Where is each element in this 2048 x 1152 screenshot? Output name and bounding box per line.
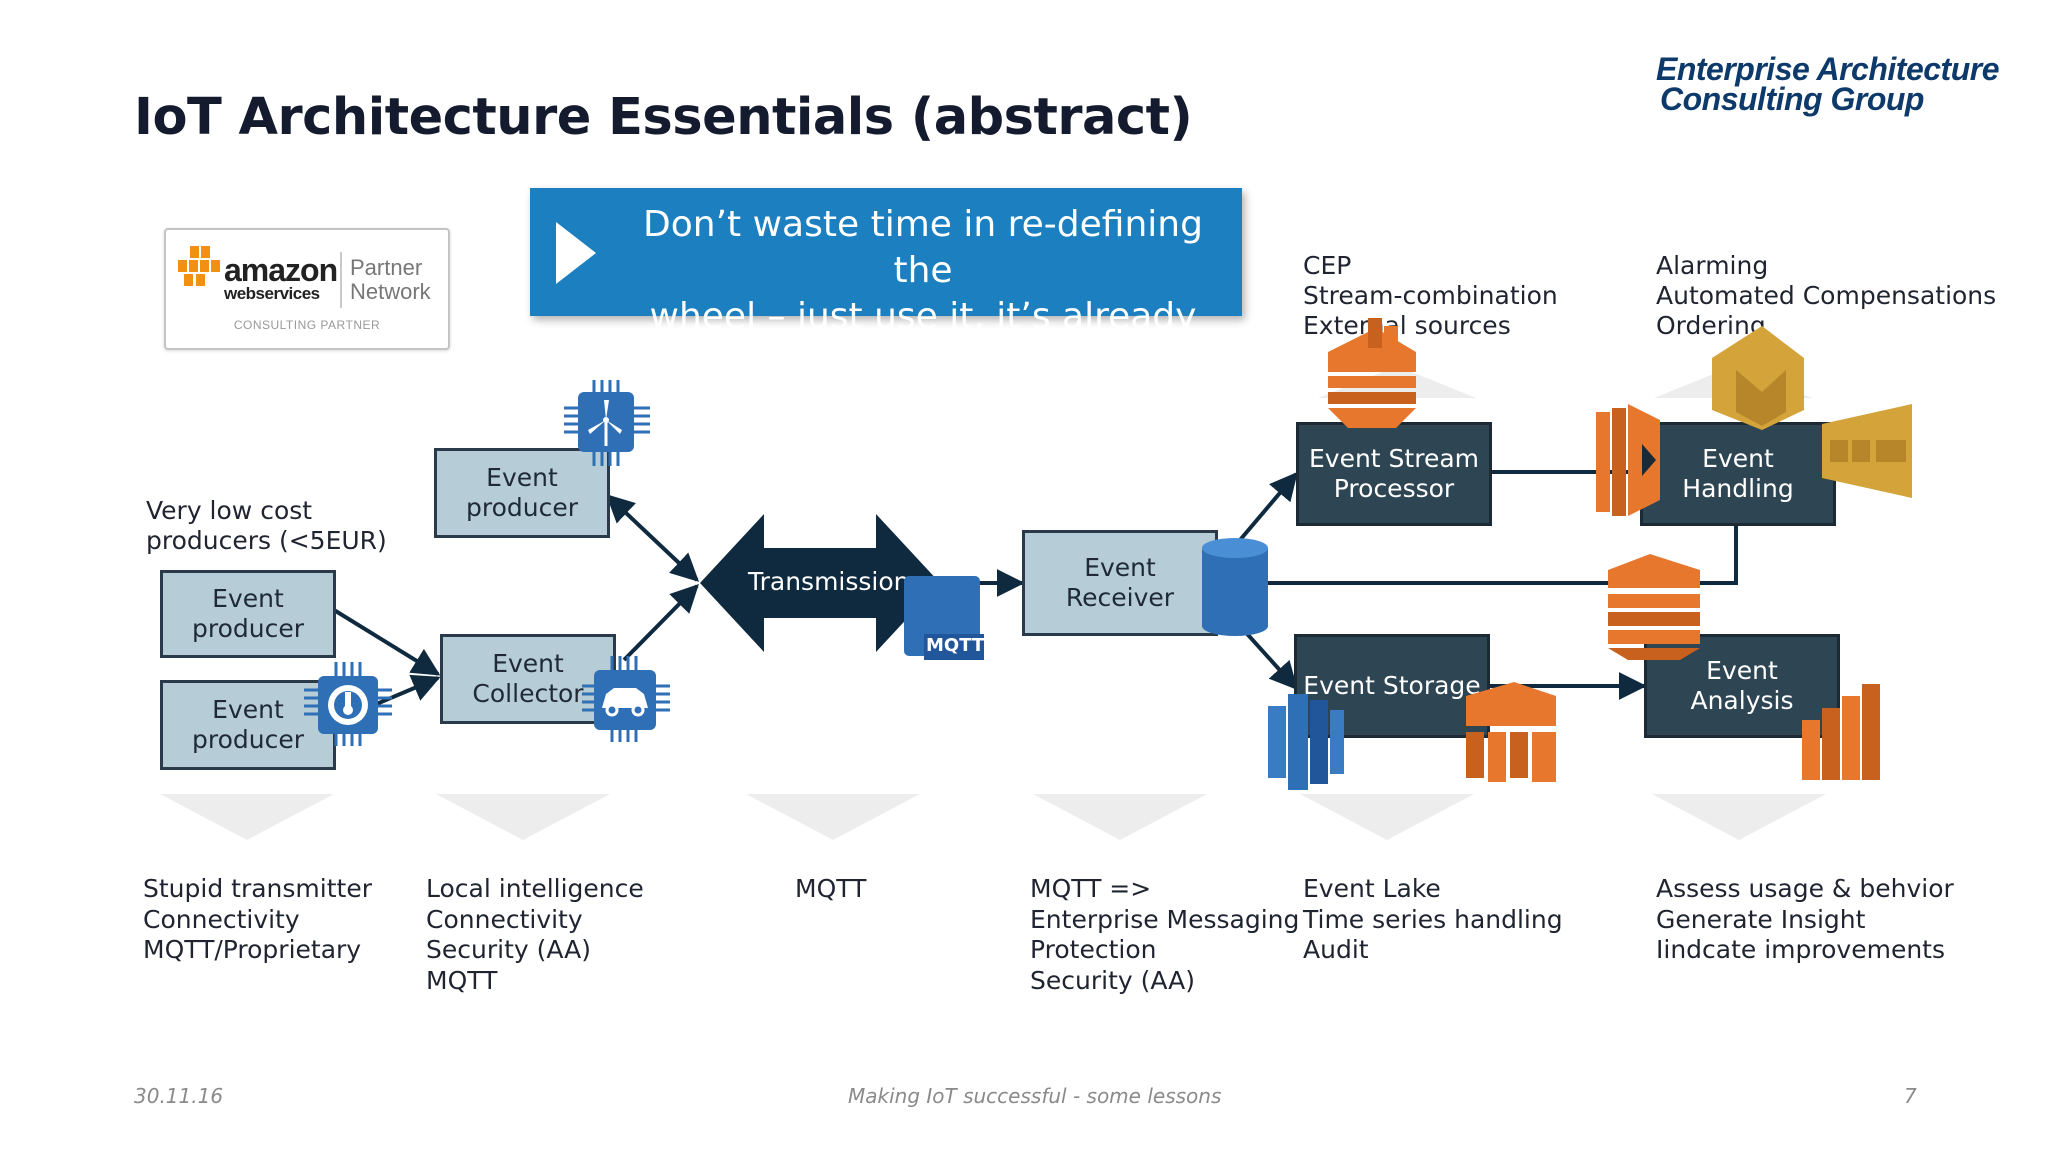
transmission-arrow: [700, 514, 940, 652]
aws-emr-icon: [1802, 684, 1880, 780]
aws-cubes-icon: [178, 246, 220, 286]
thermometer-chip-icon: [304, 662, 392, 746]
event-producer-1: Event producer: [160, 570, 336, 658]
aws-sqs-icon: [1822, 404, 1912, 498]
footer-subtitle: Making IoT successful - some lessons: [848, 1084, 1222, 1108]
alarming-label: Alarming Automated Compensations Orderin…: [1656, 251, 1997, 340]
desc-producers: Stupid transmitter Connectivity MQTT/Pro…: [143, 874, 372, 964]
aws-webservices-word: webservices: [224, 284, 320, 303]
footer-date: 30.11.16: [134, 1084, 224, 1108]
car-chip-icon: [582, 656, 670, 742]
eacg-logo-line1: Enterprise Architecture: [1656, 51, 1999, 87]
page-title: IoT Architecture Essentials (abstract): [134, 88, 1193, 147]
desc-receiver: MQTT => Enterprise Messaging Protection …: [1030, 874, 1300, 995]
footer-page-number: 7: [1904, 1084, 1917, 1108]
producers-label: Very low cost producers (<5EUR): [146, 496, 387, 555]
aws-service-icons: [1268, 318, 1912, 790]
eacg-logo: Enterprise Architecture Consulting Group: [1656, 51, 1999, 117]
aws-kinesis-streams-icon: [1608, 554, 1700, 660]
event-receiver: Event Receiver: [1022, 530, 1218, 636]
desc-storage: Event Lake Time series handling Audit: [1303, 874, 1563, 964]
event-analysis: Event Analysis: [1644, 634, 1840, 738]
play-icon: [556, 222, 596, 284]
callout-banner: Don’t waste time in re-defining the whee…: [530, 188, 1242, 383]
aws-consulting-partner: CONSULTING PARTNER: [233, 318, 381, 332]
event-stream-processor: Event Stream Processor: [1296, 422, 1492, 526]
event-producer-top: Event producer: [434, 448, 610, 538]
eacg-logo-line2: Consulting Group: [1660, 81, 1924, 117]
desc-analysis: Assess usage & behvior Generate Insight …: [1656, 874, 1954, 964]
mqtt-icon-label: MQTT: [926, 635, 985, 656]
transmission-label: Transmission: [748, 567, 910, 596]
aws-partner-network: Partner Network: [350, 255, 431, 304]
aws-redshift-icon: [1268, 694, 1344, 790]
aws-kinesis-icon: [1328, 318, 1416, 428]
aws-badge-divider: [340, 252, 342, 308]
database-icon: [1202, 538, 1268, 636]
desc-collector: Local intelligence Connectivity Security…: [426, 874, 644, 995]
aws-lambda-icon: [1596, 404, 1660, 516]
cep-label: CEP Stream-combination External sources: [1303, 251, 1558, 340]
event-producer-2: Event producer: [160, 680, 336, 770]
wind-turbine-chip-icon: [564, 380, 650, 466]
aws-amazon-word: amazon: [224, 252, 338, 288]
aws-sns-icon: [1712, 326, 1804, 430]
callout-text: Don’t waste time in re-defining the whee…: [643, 204, 1203, 383]
aws-s3-icon: [1466, 682, 1556, 782]
mqtt-icon: [904, 576, 984, 660]
desc-transmission: MQTT: [795, 874, 867, 903]
connector-lines: [332, 470, 1738, 724]
aws-partner-badge: amazon webservices Partner Network CONSU…: [164, 228, 450, 350]
